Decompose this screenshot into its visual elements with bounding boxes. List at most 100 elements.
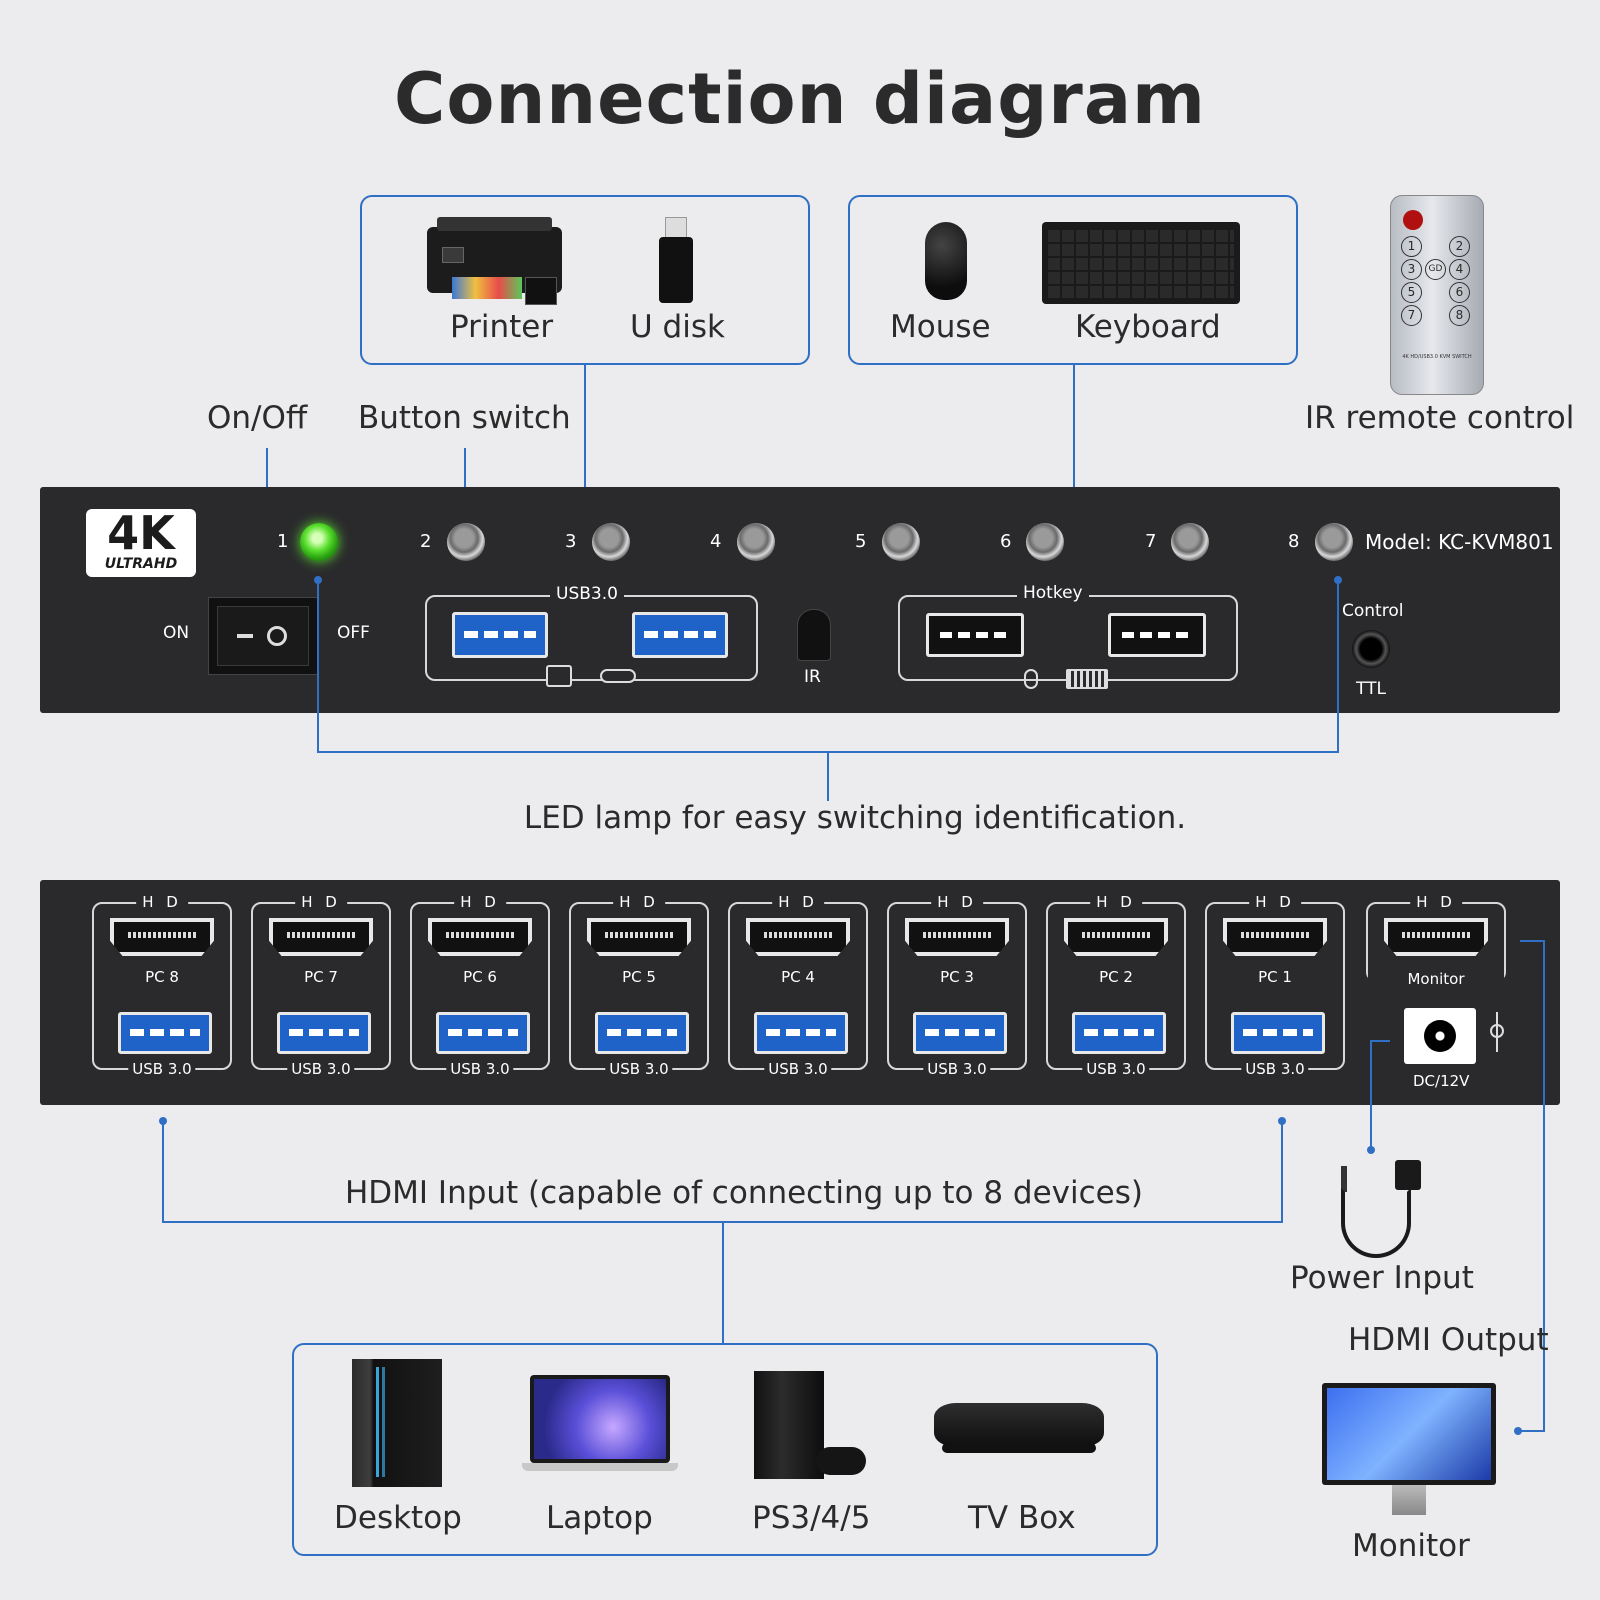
led-number: 4 [710,531,722,552]
hdmi-output-group: H D Monitor [1366,893,1506,988]
source-label: Desktop [334,1500,462,1536]
led-number: 5 [855,531,867,552]
hd-caption: H D [295,893,347,911]
u-disk-label: U disk [630,309,725,345]
hd-caption: H D [1090,893,1142,911]
usb3-input-port[interactable] [913,1012,1007,1054]
led-number: 3 [565,531,577,552]
usb3-port-printer[interactable] [452,612,548,658]
led-button-4[interactable] [737,523,775,561]
usb3-input-port[interactable] [754,1012,848,1054]
remote-key: 5 [1401,282,1422,303]
led-button-3[interactable] [592,523,630,561]
control-label: Control [1342,601,1404,621]
usb3-caption: USB 3.0 [764,1060,832,1078]
led-1-active[interactable] [300,523,338,561]
usb3-input-port[interactable] [277,1012,371,1054]
printer-icon [427,217,562,307]
tv-box-icon [934,1403,1104,1463]
pc-port-label: PC 5 [622,968,656,986]
monitor-port-label: Monitor [1368,970,1504,988]
source-label: PS3/4/5 [752,1500,871,1536]
hdmi-input-label: HDMI Input (capable of connecting up to … [345,1175,1143,1211]
hdmi-input-port[interactable] [269,918,373,956]
mouse-icon [1024,669,1038,689]
usb-port-keyboard[interactable] [1108,613,1206,657]
usb-drive-icon [657,217,697,307]
usb3-caption: USB 3.0 [605,1060,673,1078]
led-note-label: LED lamp for easy switching identificati… [523,800,1187,836]
led-number: 2 [420,531,432,552]
hdmi-input-port[interactable] [428,918,532,956]
remote-caption: 4K HD/USB3.0 KVM SWITCH [1402,354,1472,360]
hd-caption: H D [1249,893,1301,911]
badge-sub-text: ULTRAHD [104,556,178,572]
polarity-icon [1490,1012,1504,1052]
usb3-input-port[interactable] [595,1012,689,1054]
usb3-input-port[interactable] [1231,1012,1325,1054]
switch-on-label: ON [163,623,190,643]
hotkey-group-label: Hotkey [1017,583,1089,603]
remote-key: 3 [1401,259,1422,280]
usb3-caption: USB 3.0 [1241,1060,1309,1078]
dc-power-jack[interactable] [1404,1008,1476,1064]
hdmi-input-port[interactable] [110,918,214,956]
usb-port-mouse[interactable] [926,613,1024,657]
usb3-input-port[interactable] [1072,1012,1166,1054]
hd-caption: H D [772,893,824,911]
hdmi-input-port[interactable] [1223,918,1327,956]
switch-off-label: OFF [337,623,370,643]
4k-ultrahd-badge: 4K ULTRAHD [86,509,196,577]
keyboard-label: Keyboard [1075,309,1221,345]
ir-remote-icon: 1 2 3 GD 4 5 6 7 8 4K HD/USB3.0 KVM SWIT… [1390,195,1484,395]
usb3-caption: USB 3.0 [923,1060,991,1078]
keyboard-icon [1042,222,1240,304]
usb3-input-port[interactable] [118,1012,212,1054]
led-button-6[interactable] [1026,523,1064,561]
usb3-input-port[interactable] [436,1012,530,1054]
ttl-control-jack[interactable] [1352,630,1390,668]
usb3-port-udisk[interactable] [632,612,728,658]
printer-icon [546,665,572,687]
usb3-caption: USB 3.0 [128,1060,196,1078]
hd-caption: H D [931,893,983,911]
led-number: 1 [277,531,289,552]
ir-remote-label: IR remote control [1305,400,1575,436]
led-button-2[interactable] [447,523,485,561]
hdmi-output-port[interactable] [1384,918,1488,956]
hdmi-input-port[interactable] [1064,918,1168,956]
monitor-icon [1322,1383,1496,1521]
remote-key: 7 [1401,305,1422,326]
ir-sensor [797,609,831,661]
pc-port-label: PC 1 [1258,968,1292,986]
hdmi-input-port[interactable] [746,918,850,956]
usb-drive-icon [600,669,636,683]
mouse-icon [925,222,967,300]
source-label: TV Box [968,1500,1076,1536]
hdmi-input-group: H D PC 7 USB 3.0 [251,893,391,1078]
hdmi-input-group: H D PC 3 USB 3.0 [887,893,1027,1078]
power-switch[interactable] [208,597,318,675]
led-button-5[interactable] [882,523,920,561]
pc-port-label: PC 2 [1099,968,1133,986]
pc-port-label: PC 3 [940,968,974,986]
dc-label: DC/12V [1413,1072,1470,1090]
ir-label: IR [804,667,821,687]
mouse-label: Mouse [890,309,991,345]
hdmi-input-port[interactable] [587,918,691,956]
led-button-8[interactable] [1315,523,1353,561]
on-off-label: On/Off [207,400,308,436]
led-button-7[interactable] [1171,523,1209,561]
monitor-output-label: Monitor [1352,1528,1470,1564]
pc-port-label: PC 7 [304,968,338,986]
page-title: Connection diagram [394,58,1206,140]
hdmi-input-group: H D PC 1 USB 3.0 [1205,893,1345,1078]
hdmi-input-port[interactable] [905,918,1009,956]
usb3-caption: USB 3.0 [287,1060,355,1078]
pc-port-label: PC 4 [781,968,815,986]
